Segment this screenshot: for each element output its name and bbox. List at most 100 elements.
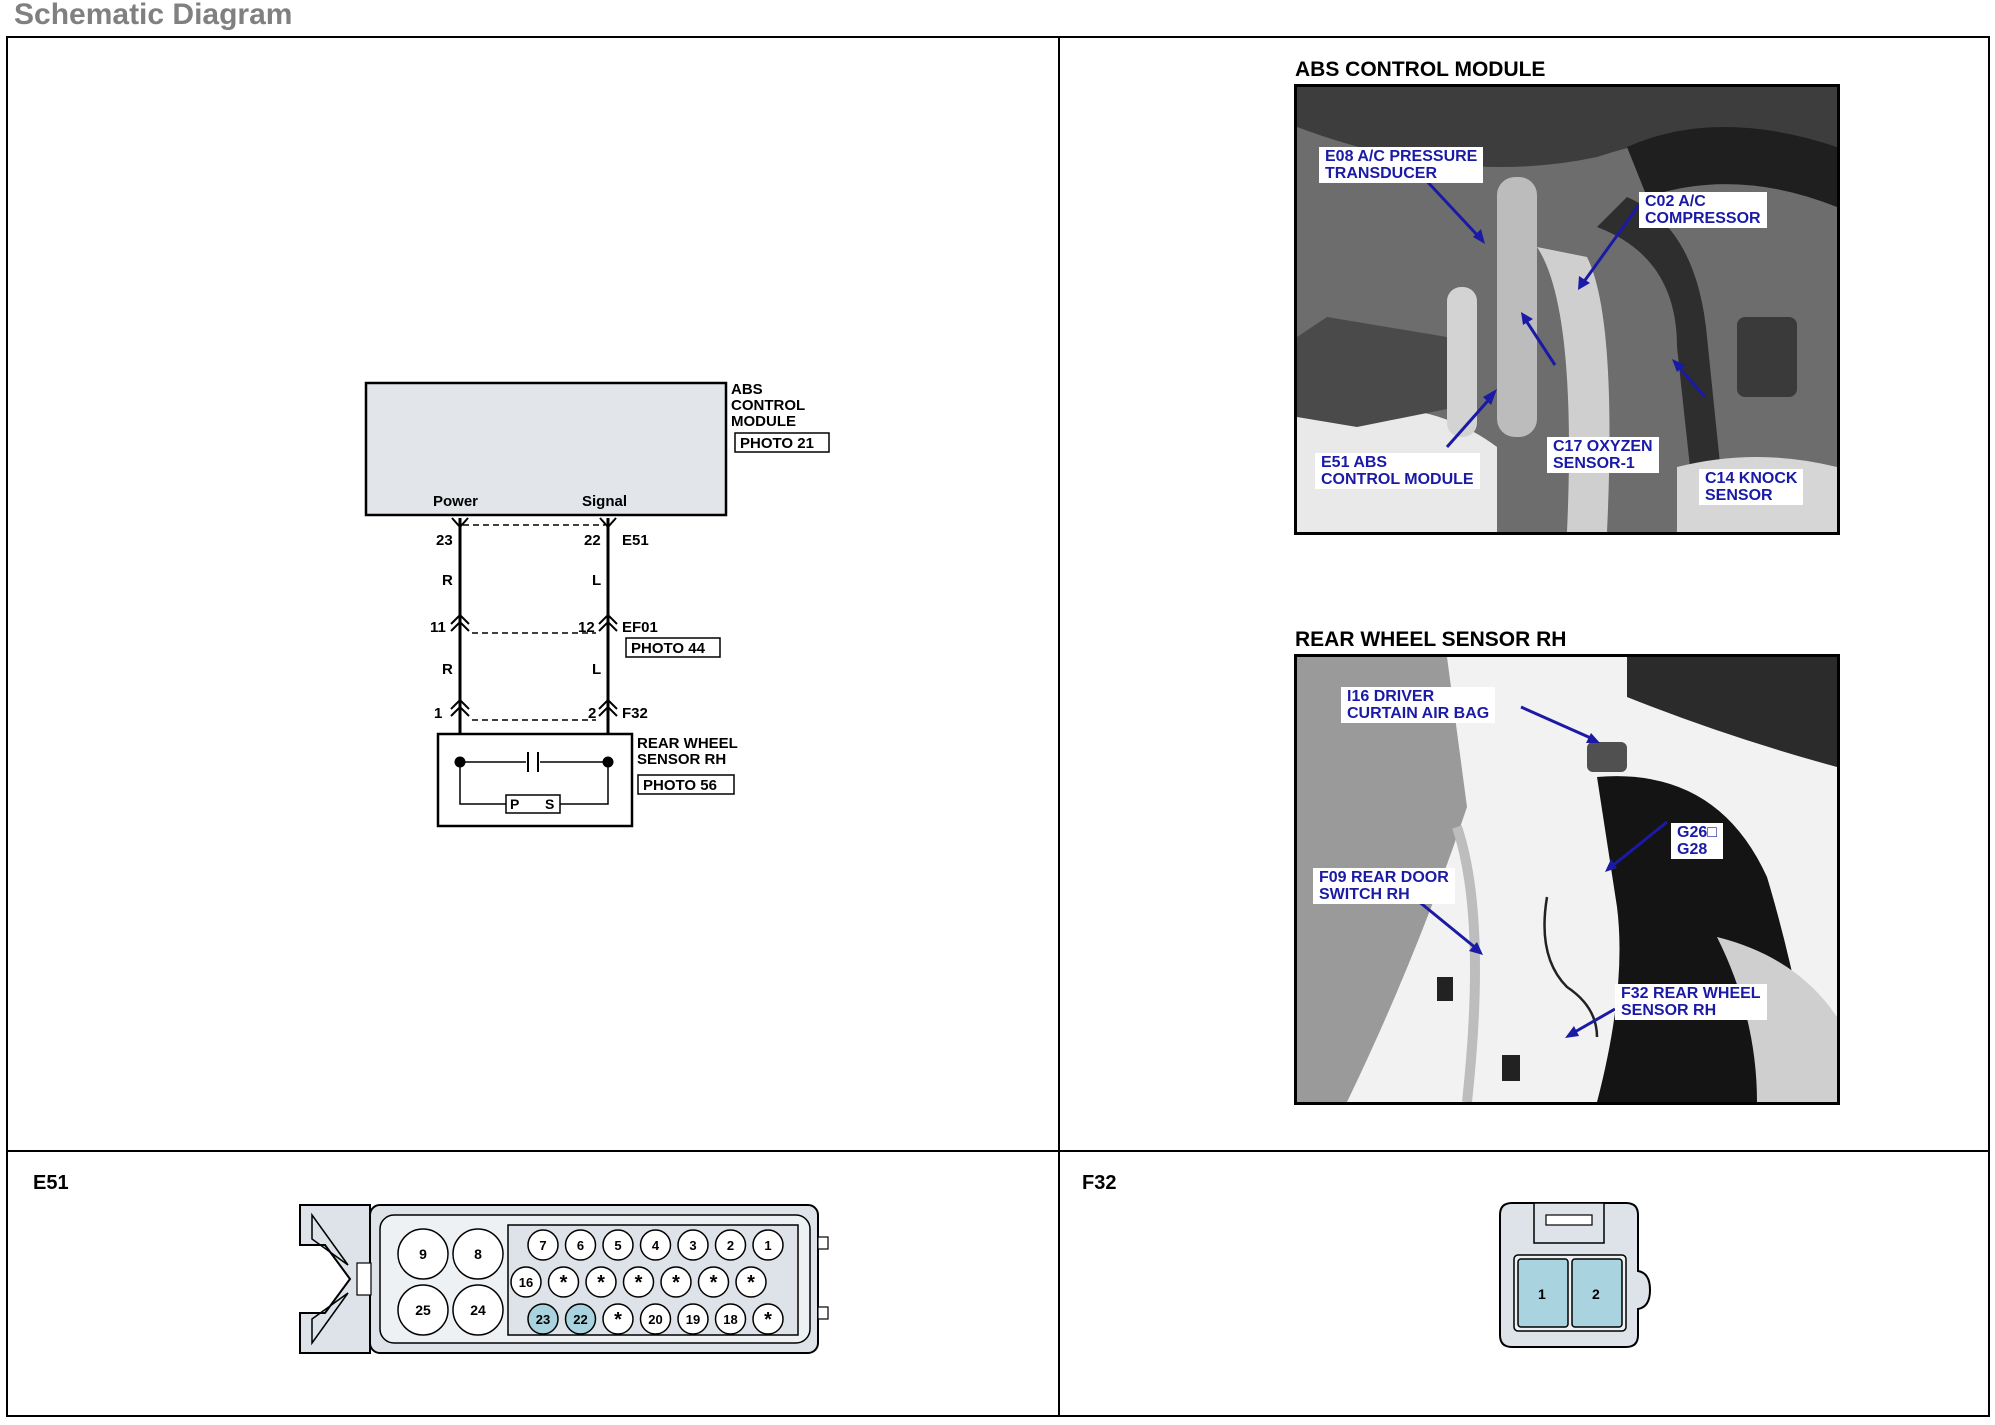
module-name-line-2: CONTROL (731, 397, 805, 414)
ef01-pin-right: 12 (578, 619, 595, 636)
e51-pin-cavity (697, 1266, 730, 1298)
f32-pin-cavity-2 (1571, 1258, 1623, 1328)
e51-pin-cavity (677, 1303, 709, 1335)
ef01-connector-id: EF01 (622, 619, 658, 636)
callout-i16: I16 DRIVER CURTAIN AIR BAG (1341, 687, 1496, 723)
power-pin-label: Power (433, 493, 478, 510)
e51-pin-label: 23 (536, 1312, 550, 1327)
ef01-photo-ref-box (625, 637, 721, 658)
e51-pin-label: * (710, 1272, 718, 1294)
e51-pin-label: 19 (686, 1312, 700, 1327)
signal-pin-label: Signal (582, 493, 627, 510)
e51-pin-label: 25 (415, 1302, 431, 1318)
e51-pin-label: 6 (577, 1238, 584, 1253)
abs-module-box (364, 381, 728, 517)
upper-wire-color-left: R (442, 572, 453, 589)
module-photo-ref-box (734, 432, 830, 453)
e51-connector-id: E51 (622, 532, 649, 549)
callout-g28: G26□ G28 (1671, 823, 1723, 859)
e51-pin-label: * (597, 1272, 605, 1294)
ef01-pin-left: 11 (430, 619, 446, 636)
e51-pin-cavity (677, 1229, 709, 1261)
e51-pin-label: 5 (614, 1238, 621, 1253)
ef01-chevron-left-2 (450, 620, 470, 632)
e51-pin-label: 2 (727, 1238, 734, 1253)
f32-connector-view-label: F32 (1082, 1172, 1117, 1194)
module-photo-ref: PHOTO 21 (740, 435, 814, 452)
e51-pin-label: * (764, 1309, 772, 1331)
e51-pin-cavity (397, 1284, 449, 1336)
sensor-photo-ref: PHOTO 56 (643, 777, 717, 794)
e51-pin-label: 1 (764, 1238, 771, 1253)
e51-pin-label: * (747, 1272, 755, 1294)
ps-element-box (505, 794, 561, 814)
e51-pin-cavity (547, 1266, 580, 1298)
e51-pin-cavity (452, 1284, 504, 1336)
f32-chevron-right-1 (598, 698, 618, 710)
sensor-name-line-1: REAR WHEEL (637, 735, 738, 752)
lower-wire-color-right: L (592, 661, 601, 678)
f32-chevron-left-1 (450, 698, 470, 710)
e51-pin-cavity (527, 1229, 559, 1261)
e51-pin-cavity (714, 1303, 747, 1335)
e51-pin-label: * (672, 1272, 680, 1294)
ef01-chevron-left-1 (450, 613, 470, 625)
e51-pin-cavity (452, 1228, 504, 1280)
e51-pin-cavity (602, 1229, 634, 1261)
sensor-loop (459, 762, 506, 805)
e51-pin-label: * (614, 1309, 622, 1331)
rear-photo-title: REAR WHEEL SENSOR RH (1295, 628, 1567, 651)
e51-pin-cavity (752, 1229, 784, 1261)
e51-pin-cavity (639, 1229, 672, 1261)
sensor-loop-right (560, 762, 609, 805)
abs-photo-title: ABS CONTROL MODULE (1295, 58, 1546, 81)
callout-f32: F32 REAR WHEEL SENSOR RH (1615, 984, 1767, 1020)
sensor-s-label: S (545, 796, 554, 812)
e51-pin-cavity (714, 1229, 747, 1261)
e51-pin-left: 23 (436, 532, 453, 549)
e51-terminal-left (451, 517, 469, 529)
e51-pin-label: * (560, 1272, 568, 1294)
e51-connector-view-label: E51 (33, 1172, 69, 1194)
page-title: Schematic Diagram (14, 0, 293, 31)
diagram-frame (6, 36, 1990, 1417)
callout-c02: C02 A/C COMPRESSOR (1639, 192, 1767, 228)
e51-pin-label: 3 (689, 1238, 696, 1253)
e51-pin-cavity (585, 1266, 617, 1298)
e51-pin-cavity (660, 1266, 692, 1298)
f32-pin-cavity-1 (1517, 1258, 1569, 1328)
f32-connector-id: F32 (622, 705, 648, 722)
e51-pin-label: 24 (470, 1302, 486, 1318)
f32-connector-face: 1 2 (1499, 1202, 1652, 1348)
e51-pin-cavity (602, 1303, 634, 1335)
wiring-schematic: ABS CONTROL MODULE PHOTO 21 Power Signal… (364, 381, 830, 828)
lower-wire-color-left: R (442, 661, 453, 678)
e51-pin-cavity (639, 1303, 672, 1335)
e51-pin-cavity (527, 1303, 559, 1335)
module-name-line-3: MODULE (731, 413, 796, 430)
f32-pin-1-label: 1 (1538, 1286, 1546, 1302)
abs-engine-bay-photo: E08 A/C PRESSURE TRANSDUCER C02 A/C COMP… (1294, 84, 1840, 535)
e51-pin-cavity (397, 1228, 449, 1280)
e51-pin-label: 22 (573, 1312, 587, 1327)
ef01-chevron-right-1 (598, 613, 618, 625)
f32-chevron-left-2 (450, 705, 470, 717)
ef01-photo-ref: PHOTO 44 (631, 640, 706, 657)
e51-pin-cavity (510, 1266, 542, 1298)
f32-chevron-right-2 (598, 705, 618, 717)
panel-divider-vertical (1058, 36, 1060, 1417)
panel-divider-horizontal (6, 1150, 1990, 1152)
e51-pin-label: 8 (474, 1246, 482, 1262)
sensor-photo-ref-box (637, 774, 735, 795)
callout-c14: C14 KNOCK SENSOR (1699, 469, 1804, 505)
callout-f09: F09 REAR DOOR SWITCH RH (1313, 868, 1455, 904)
e51-pin-right: 22 (584, 532, 601, 549)
callout-c17: C17 OXYZEN SENSOR-1 (1547, 437, 1659, 473)
module-name-line-1: ABS (731, 381, 763, 398)
callout-e51: E51 ABS CONTROL MODULE (1315, 453, 1480, 489)
e51-pin-label: 20 (648, 1312, 662, 1327)
e51-pin-label: 9 (419, 1246, 427, 1262)
e51-pin-label: 7 (539, 1238, 546, 1253)
e51-pin-label: 16 (519, 1275, 533, 1290)
